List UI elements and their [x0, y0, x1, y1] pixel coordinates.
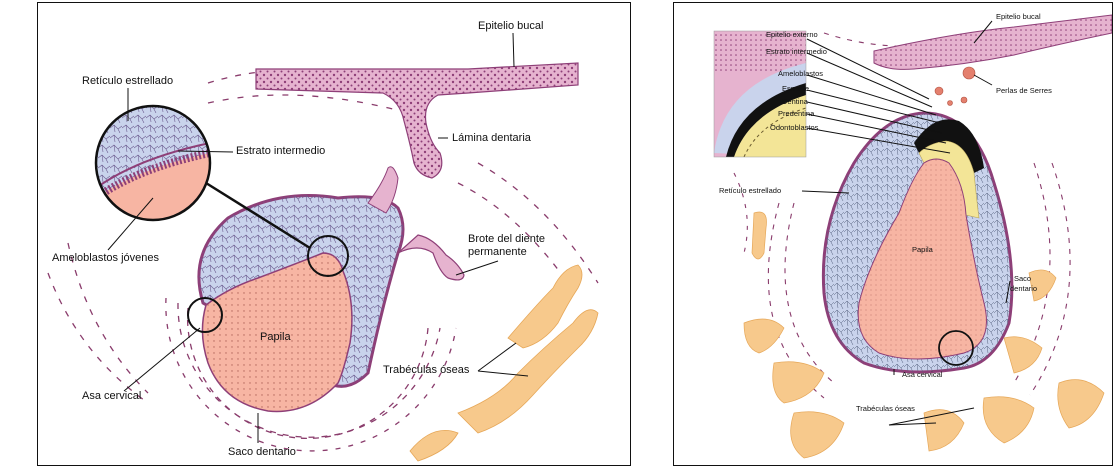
label-ameloblastos-jovenes: Ameloblastos jóvenes	[52, 253, 159, 264]
label-estrato-intermedio: Estrato intermedio	[236, 146, 325, 157]
label-asa-cervical: Asa cervical	[82, 391, 141, 402]
left-diagram-panel: Epitelio bucal Retículo estrellado Estra…	[37, 2, 631, 466]
label-papila: Papila	[260, 332, 291, 343]
label-odontoblastos: Odontoblastos	[770, 124, 818, 132]
label-epitelio-bucal: Epitelio bucal	[478, 21, 543, 32]
label-ameloblastos: Ameloblastos	[778, 70, 823, 78]
permanent-tooth-bud	[398, 235, 464, 280]
magnified-inset	[96, 106, 210, 220]
label-permanente: permanente	[468, 247, 527, 258]
label-papila-right: Papila	[912, 246, 933, 254]
label-epitelio-externo: Epitelio externo	[766, 31, 818, 39]
label-trabeculas-oseas-right: Trabéculas óseas	[856, 405, 915, 413]
label-dentina: Dentina	[782, 98, 808, 106]
label-saco: Saco	[1014, 275, 1031, 283]
label-lamina-dentaria: Lámina dentaria	[452, 133, 531, 144]
label-predentina: Predentina	[778, 110, 814, 118]
serres-pearls	[935, 67, 975, 106]
bone-trabeculae	[410, 265, 598, 461]
label-perlas-serres: Perlas de Serres	[996, 87, 1052, 95]
label-brote-diente: Brote del diente	[468, 234, 545, 245]
right-diagram-panel: Epitelio bucal Epitelio externo Estrato …	[673, 2, 1113, 466]
label-esmalte: Esmalte	[782, 85, 809, 93]
label-saco-dentario: Saco dentario	[228, 447, 296, 458]
right-illustration	[674, 3, 1113, 466]
label-epitelio-bucal-right: Epitelio bucal	[996, 13, 1041, 21]
label-asa-cervical-right: Asa cervical	[902, 371, 942, 379]
label-trabeculas-oseas: Trabéculas óseas	[383, 365, 469, 376]
label-reticulo-estrellado: Retículo estrellado	[82, 76, 173, 87]
label-estrato-intermedio-right: Estrato intermedio	[766, 48, 827, 56]
label-dentario: dentario	[1010, 285, 1037, 293]
label-reticulo-estrellado-right: Retículo estrellado	[719, 187, 781, 195]
